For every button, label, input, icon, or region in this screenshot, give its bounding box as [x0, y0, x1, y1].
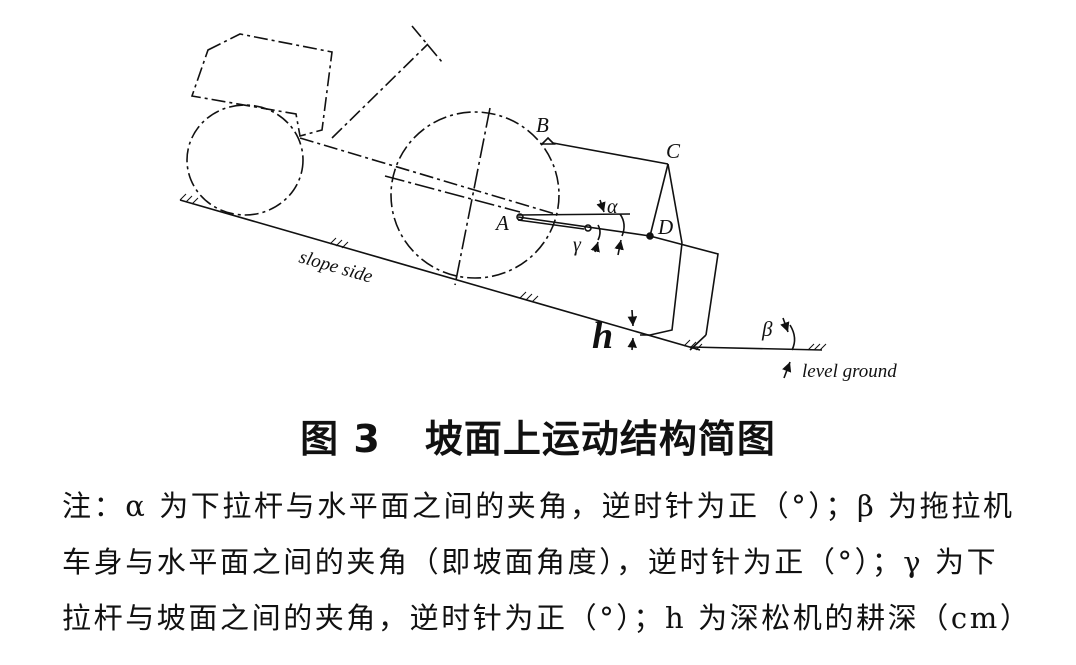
beta-arrow-bottom [782, 361, 792, 379]
wheel-horizontal-axis [384, 175, 521, 213]
label-a: A [494, 211, 509, 235]
lower-link-ad [517, 216, 651, 237]
h-arrow-top [627, 309, 638, 327]
label-beta: β [761, 317, 773, 341]
link-cd [649, 163, 669, 237]
figure-note: 注：α 为下拉杆与水平面之间的夹角，逆时针为正（°）；β 为拖拉机 车身与水平面… [62, 478, 1062, 646]
h-arrow-bottom [627, 337, 637, 351]
gamma-arc [597, 224, 601, 241]
wheel-axis-line [454, 107, 491, 286]
upper-link-bc [552, 142, 669, 165]
horizontal-reference [517, 213, 631, 216]
figure-caption: 图 3 坡面上运动结构简图 [0, 408, 1076, 463]
lower-link-ad-2 [517, 219, 585, 230]
alpha-arrow-bottom [614, 239, 624, 256]
ground-hatching [179, 193, 827, 351]
slope-motion-structure-diagram: B C A D α γ β h slope side level ground [179, 25, 897, 382]
note-line: 拉杆与坡面之间的夹角，逆时针为正（°）；h 为深松机的耕深（cm） [62, 601, 1032, 635]
frame-c-right [667, 163, 683, 244]
tractor-cab [190, 33, 333, 138]
label-b: B [536, 113, 549, 137]
label-level-ground: level ground [802, 361, 897, 382]
label-gamma: γ [573, 234, 582, 256]
alpha-arc [619, 213, 625, 237]
figure-number: 图 3 [300, 417, 381, 461]
pivot-b [540, 136, 556, 145]
beta-arrow-top [780, 317, 790, 333]
level-ground-line [689, 346, 823, 351]
small-wheel [186, 104, 304, 216]
note-line: 注：α 为下拉杆与水平面之间的夹角，逆时针为正（°）；β 为拖拉机 [62, 489, 1015, 523]
note-line: 车身与水平面之间的夹角（即坡面角度），逆时针为正（°）；γ 为下 [62, 545, 999, 579]
alpha-arrow-top [596, 199, 606, 213]
subsoiler-frame [640, 235, 719, 336]
subsoiler-shank [689, 334, 707, 351]
pivot-d [646, 232, 654, 240]
label-c: C [666, 139, 681, 163]
pivot-gamma [584, 224, 592, 232]
pivot-a [516, 213, 524, 221]
tractor-mast [331, 25, 443, 139]
gamma-arrow [590, 241, 600, 253]
label-d: D [657, 215, 673, 239]
large-wheel [390, 111, 560, 279]
label-alpha: α [607, 196, 618, 218]
tractor-body-line [299, 137, 556, 215]
label-h: h [592, 315, 613, 357]
beta-arc [789, 324, 796, 351]
figure-title: 坡面上运动结构简图 [424, 417, 776, 461]
slope-ground-line [179, 199, 701, 351]
